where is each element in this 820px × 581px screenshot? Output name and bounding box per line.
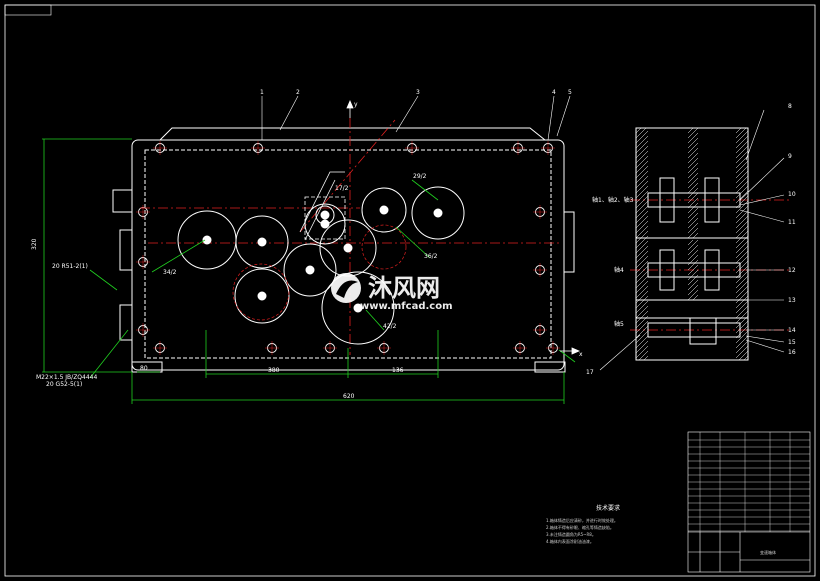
gear bbox=[177, 210, 237, 270]
note-rod-end: 20 R51-2(1) bbox=[52, 263, 88, 270]
leader-number: 3 bbox=[416, 89, 420, 96]
side-section-view bbox=[635, 127, 749, 361]
axis-y-label: y bbox=[354, 101, 358, 108]
watermark-logo-icon bbox=[331, 273, 361, 303]
note-line-4: 4.箱体内表面涂耐油油漆。 bbox=[546, 538, 594, 544]
note-line-3: 3.未注铸造圆角为R5~R8。 bbox=[546, 531, 596, 537]
top-leader-numbers: 1 2 3 4 5 bbox=[260, 89, 572, 96]
dim-a: 380 bbox=[268, 367, 280, 374]
drawing-frame bbox=[4, 4, 816, 577]
bolt-hole bbox=[136, 323, 150, 337]
gear bbox=[321, 271, 395, 345]
top-leaders bbox=[261, 95, 571, 141]
gear-label-34-2: 34/2 bbox=[163, 269, 177, 276]
dimension-lines bbox=[42, 138, 576, 404]
section-hatch bbox=[635, 127, 749, 361]
hidden-gears bbox=[232, 224, 407, 321]
leader-number: 9 bbox=[788, 153, 792, 160]
title-block-name: 变速箱体 bbox=[760, 549, 776, 555]
gear bbox=[315, 205, 335, 225]
leader-number: 1 bbox=[260, 89, 264, 96]
gear bbox=[411, 186, 465, 240]
bolt-hole bbox=[153, 141, 167, 155]
shaft-label-5: 轴5 bbox=[614, 320, 624, 328]
leader-number: 8 bbox=[788, 103, 792, 110]
leader-number: 14 bbox=[788, 327, 796, 334]
text-labels: 20 R51-2(1) M22×1.5 JB/ZQ4444 20 G52-5(1… bbox=[31, 101, 634, 400]
right-leader-numbers: 8 9 10 11 12 13 14 15 16 bbox=[788, 103, 796, 356]
note-line-1: 1.箱体铸造后应清砂，并进行时效处理。 bbox=[546, 517, 618, 523]
leader-number: 2 bbox=[296, 89, 300, 96]
shaft-label-4: 轴4 bbox=[614, 266, 624, 274]
title-block-rows bbox=[688, 432, 810, 532]
leader-number: 15 bbox=[788, 339, 796, 346]
frame-corner-box bbox=[4, 4, 52, 16]
bolt-hole bbox=[546, 341, 560, 355]
watermark-brand: 沐风网 bbox=[368, 274, 440, 302]
dim-b: 136 bbox=[392, 367, 404, 374]
notes-title: 技术要求 bbox=[596, 504, 620, 512]
gear bbox=[319, 219, 377, 277]
bolt-hole bbox=[533, 205, 547, 219]
bolt-hole bbox=[153, 341, 167, 355]
watermark-url: www.mfcad.com bbox=[360, 301, 453, 312]
bolt-hole bbox=[265, 341, 279, 355]
leader-num-17: 17 bbox=[586, 369, 594, 376]
bolt-hole bbox=[533, 323, 547, 337]
axis-x-label: x bbox=[579, 351, 583, 358]
bolt-hole bbox=[136, 255, 150, 269]
leader-number: 4 bbox=[552, 89, 556, 96]
watermark: 沐风网 www.mfcad.com bbox=[331, 273, 453, 312]
leader-number: 13 bbox=[788, 297, 796, 304]
gear-label-36-2: 36/2 bbox=[424, 253, 438, 260]
bolt-hole bbox=[251, 141, 265, 155]
note-thread: M22×1.5 JB/ZQ4444 bbox=[36, 374, 97, 381]
gear bbox=[283, 243, 337, 297]
shaft-label-1-3: 轴1、轴2、轴3 bbox=[592, 196, 634, 204]
title-block bbox=[687, 431, 811, 573]
dim-c: 80 bbox=[140, 365, 148, 372]
leader-number: 5 bbox=[568, 89, 572, 96]
bolt-hole bbox=[323, 341, 337, 355]
gear-circles bbox=[177, 186, 465, 345]
bolt-hole bbox=[136, 205, 150, 219]
bolt-hole bbox=[377, 341, 391, 355]
bolt-hole bbox=[513, 341, 527, 355]
bolt-holes bbox=[136, 141, 560, 355]
section-bracket bbox=[299, 171, 346, 241]
axis-arrows bbox=[346, 99, 581, 355]
gear bbox=[361, 187, 407, 233]
housing-front-view bbox=[112, 127, 575, 373]
leader-number: 10 bbox=[788, 191, 796, 198]
dim-total-height: 320 bbox=[31, 238, 38, 250]
gear bbox=[234, 268, 290, 324]
bolt-hole bbox=[511, 141, 525, 155]
technical-notes: 技术要求 1.箱体铸造后应清砂，并进行时效处理。 2.箱体不得有砂眼、缩孔等铸造… bbox=[546, 504, 620, 544]
bolt-hole bbox=[405, 141, 419, 155]
dim-total-width: 620 bbox=[343, 393, 355, 400]
gear-label-42-2: 42/2 bbox=[383, 323, 397, 330]
bolt-hole bbox=[541, 141, 555, 155]
gear-label-17-2: 17/2 bbox=[335, 185, 349, 192]
note-plug: 20 G52-5(1) bbox=[46, 381, 82, 388]
bolt-hole bbox=[533, 263, 547, 277]
right-leaders bbox=[599, 109, 785, 371]
leader-number: 12 bbox=[788, 267, 796, 274]
note-line-2: 2.箱体不得有砂眼、缩孔等铸造缺陷。 bbox=[546, 524, 614, 530]
gear-label-29-2: 29/2 bbox=[413, 173, 427, 180]
gear bbox=[235, 215, 289, 269]
leader-number: 11 bbox=[788, 219, 796, 226]
leader-number: 16 bbox=[788, 349, 796, 356]
